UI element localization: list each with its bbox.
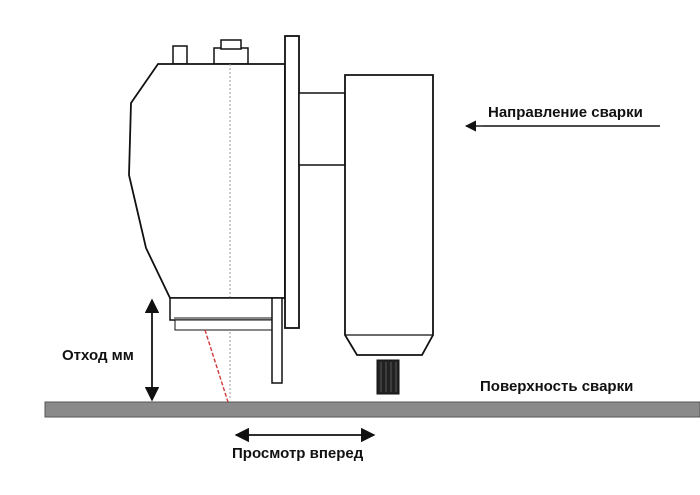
welding-direction-label: Направление сварки xyxy=(488,104,643,121)
look-ahead-label: Просмотр вперед xyxy=(232,445,364,462)
laser-sensor-body xyxy=(128,63,286,299)
laser-beam xyxy=(204,329,229,403)
sensor-window-lip xyxy=(174,319,276,331)
sensor-knob-small xyxy=(172,45,188,65)
welding-torch-body xyxy=(344,74,434,356)
welding-surface-label: Поверхность сварки xyxy=(480,378,634,395)
sensor-knob-large-base xyxy=(213,47,249,65)
torch-nozzle xyxy=(376,359,400,395)
offset-label: Отход мм xyxy=(62,347,134,364)
sensor-window xyxy=(169,297,277,321)
mounting-plate xyxy=(284,35,300,329)
mounting-bracket-arm xyxy=(271,297,283,384)
sensor-knob-large-top xyxy=(220,39,242,50)
connector-block xyxy=(298,92,346,166)
welding-surface-plate xyxy=(44,401,700,418)
